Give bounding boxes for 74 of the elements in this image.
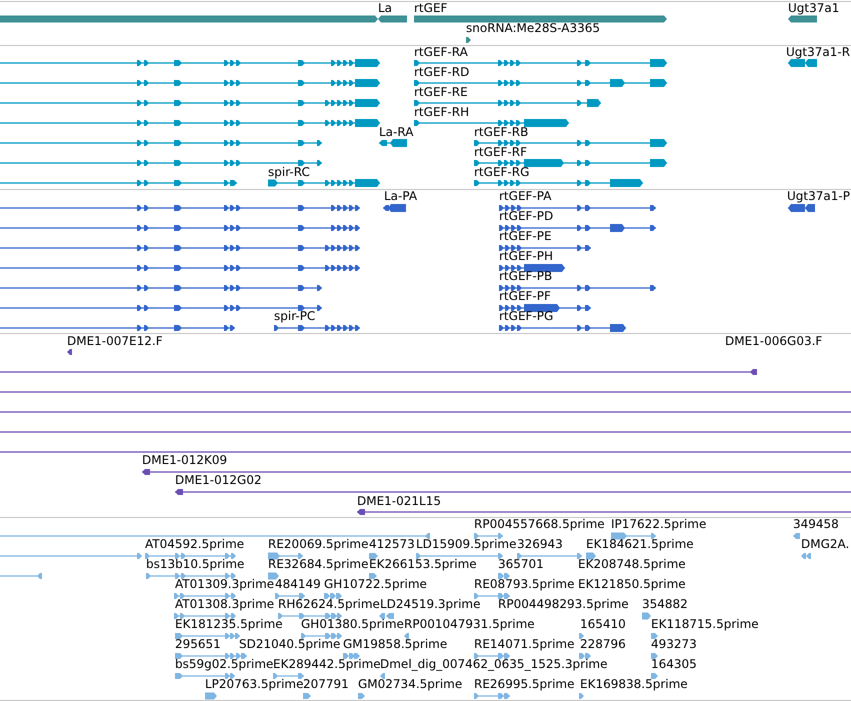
feature-label: La <box>378 2 392 15</box>
feature-label: snoRNA:Me28S-A3365 <box>466 22 600 35</box>
feature-label: 493273 <box>651 638 697 651</box>
feature-label: rtGEF-PD <box>499 210 554 223</box>
feature-label: AT01309.3prime <box>175 578 274 591</box>
feature-label: rtGEF-PG <box>499 310 554 323</box>
feature-label: DME1-012G02 <box>175 474 262 487</box>
feature-label: RE32684.5prime <box>268 558 368 571</box>
feature-label: Ugt37a1 <box>788 2 840 15</box>
feature-label: rtGEF-RD <box>414 66 470 79</box>
feature-label: RE08793.5prime <box>474 578 574 591</box>
feature-label: RE20069.5prime <box>268 538 368 551</box>
feature-label: rtGEF <box>414 2 448 15</box>
feature-label: RE26995.5prime <box>474 678 574 691</box>
feature-label: RH62624.5prime <box>278 598 380 611</box>
feature-label: EK121850.5prime <box>578 578 686 591</box>
feature-label: rtGEF-PH <box>499 250 554 263</box>
feature-label: EK208748.5prime <box>578 558 686 571</box>
feature-label: rtGEF-RA <box>414 46 468 59</box>
feature-label: LD24519.3prime <box>380 598 481 611</box>
feature-label: 349458 <box>793 518 839 531</box>
feature-label: IP17622.5prime <box>611 518 706 531</box>
feature-label: Ugt37a1-R <box>786 46 850 59</box>
feature-label: DME1-021L15 <box>357 495 441 508</box>
feature-label: 228796 <box>580 638 626 651</box>
feature-label: rtGEF-RB <box>474 126 528 139</box>
feature-label: 165410 <box>580 618 626 631</box>
feature-label: 484149 <box>275 578 321 591</box>
feature-label: spir-PC <box>274 310 316 323</box>
feature-label: bs59g02.5prime <box>175 658 274 671</box>
feature-label: rtGEF-RG <box>474 166 530 179</box>
feature-label: bs13b10.5prime <box>146 558 244 571</box>
feature-label: 412573 <box>369 538 415 551</box>
feature-label: 207791 <box>303 678 349 691</box>
feature-label: EK266153.5prime <box>369 558 477 571</box>
feature-label: 295651 <box>175 638 221 651</box>
feature-label: EK118715.5prime <box>651 618 759 631</box>
feature-label: Ugt37a1-P <box>787 190 850 203</box>
feature-label: 365701 <box>498 558 544 571</box>
feature-label: rtGEF-RE <box>414 86 468 99</box>
feature-label: DME1-006G03.F <box>725 335 822 348</box>
feature-label: RP004498293.5prime <box>498 598 629 611</box>
feature-label: La-PA <box>384 190 418 203</box>
feature-label: GH10722.5prime <box>324 578 427 591</box>
feature-label: AT04592.5prime <box>145 538 244 551</box>
feature-label: DME1-007E12.F <box>67 335 163 348</box>
feature-label: GM02734.5prime <box>358 678 462 691</box>
feature-label: EK181235.5prime <box>175 618 283 631</box>
feature-label: RP001047931.5prime <box>404 618 535 631</box>
feature-label: spir-RC <box>268 166 310 179</box>
feature-label: GH01380.5prime <box>301 618 404 631</box>
feature-label: 354882 <box>642 598 688 611</box>
feature-label: LP20763.5prime <box>205 678 304 691</box>
feature-label: rtGEF-PE <box>499 230 552 243</box>
feature-label: DME1-012K09 <box>142 454 228 467</box>
feature-label: rtGEF-PB <box>499 270 552 283</box>
feature-label: GM19858.5prime <box>343 638 448 651</box>
feature-label: EK289442.5prime <box>273 658 381 671</box>
feature-label: rtGEF-RF <box>474 146 527 159</box>
feature-label: SD21040.5prime <box>239 638 340 651</box>
feature-label: rtGEF-RH <box>414 106 470 119</box>
feature-label: rtGEF-PF <box>499 290 551 303</box>
feature-label: Dmel_dig_007462_0635_1525.3prime <box>380 658 608 671</box>
feature-label: EK184621.5prime <box>586 538 694 551</box>
feature-label: AT01308.3prime <box>175 598 274 611</box>
feature-label: La-RA <box>379 126 414 139</box>
feature-label: RE14071.5prime <box>474 638 574 651</box>
feature-label: 326943 <box>517 538 563 551</box>
feature-label: DMG2A. <box>801 538 850 551</box>
feature-label: EK169838.5prime <box>580 678 688 691</box>
feature-label: rtGEF-PA <box>499 190 552 203</box>
feature-label: 164305 <box>651 658 697 671</box>
feature-label: RP004557668.5prime <box>474 518 605 531</box>
feature-label: LD15909.5prime <box>416 538 517 551</box>
